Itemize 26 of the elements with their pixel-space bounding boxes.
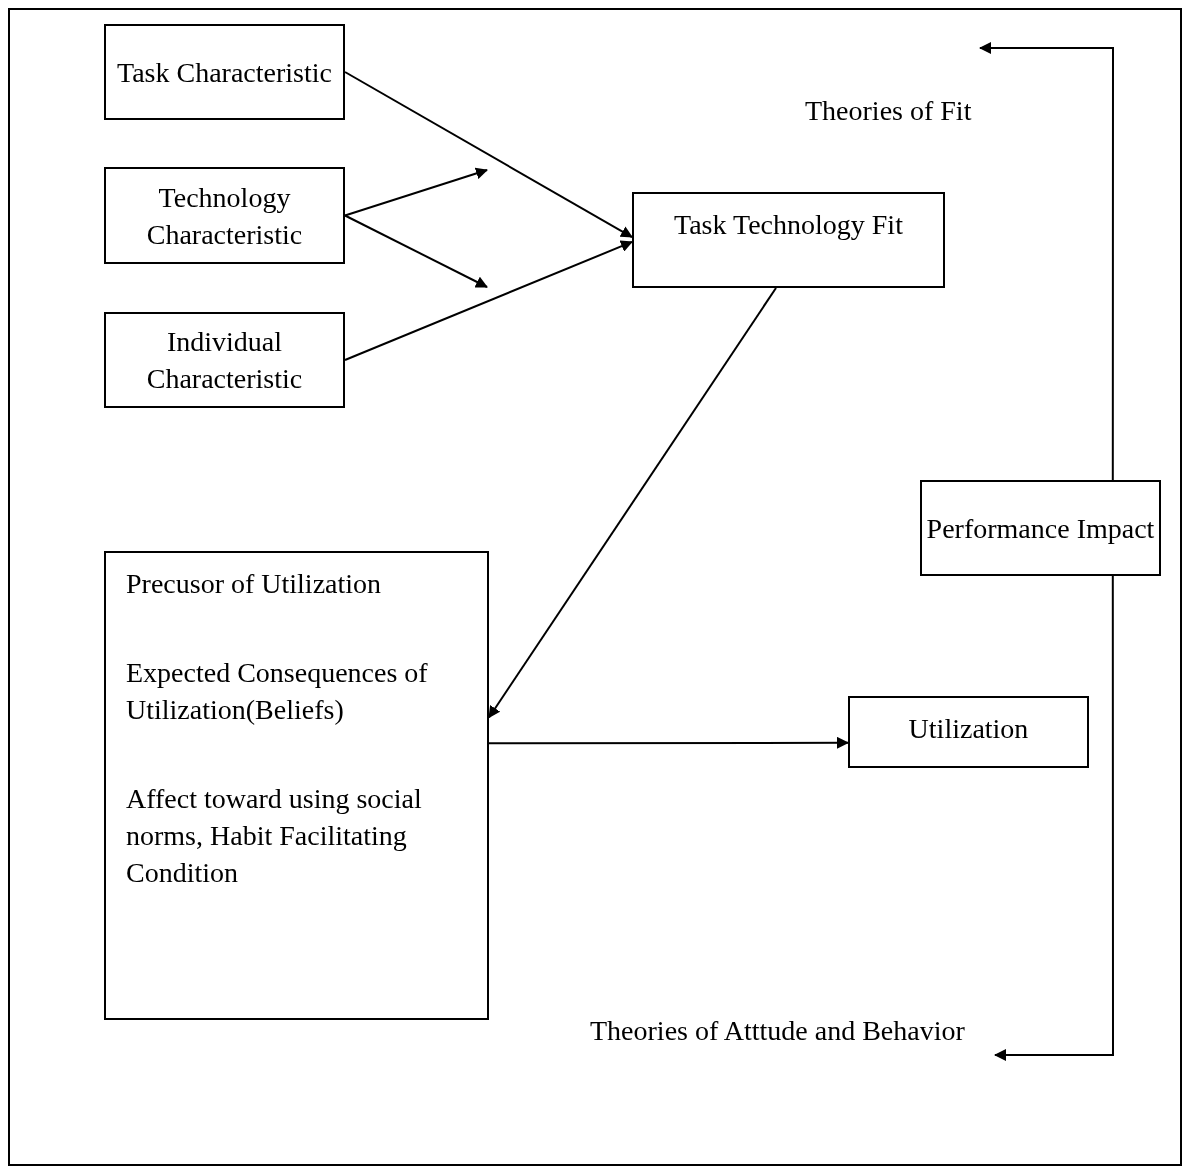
box-text: Affect toward using social norms, Habit Facilitating Condition: [126, 782, 423, 890]
box-text: Technology Characteristic: [145, 180, 304, 252]
arrow: [344, 167, 488, 217]
box-text: Task Technology Fit: [674, 208, 903, 242]
process-box: [104, 551, 489, 1020]
box-text: Expected Consequences of Utilization(Beliefs): [126, 656, 429, 727]
process-box: [104, 167, 345, 264]
arrow: [344, 214, 488, 288]
process-box: [920, 480, 1161, 576]
section-label: Theories of Atttude and Behavior: [590, 1014, 965, 1048]
process-box: [848, 696, 1089, 768]
process-box: [104, 312, 345, 408]
process-box: [104, 24, 345, 120]
arrow: [979, 42, 1114, 481]
arrow: [344, 240, 633, 361]
box-text: Precusor of Utilization: [126, 567, 382, 601]
box-text: Performance Impact: [926, 511, 1155, 546]
box-text: Individual Characteristic: [145, 325, 304, 396]
arrow: [344, 71, 633, 239]
arrow: [488, 287, 777, 719]
process-box: [632, 192, 945, 288]
box-text: Task Characteristic: [117, 55, 332, 90]
box-text: Utilization: [908, 712, 1029, 746]
arrow: [488, 736, 849, 749]
arrow: [994, 575, 1114, 1061]
section-label: Theories of Fit: [805, 94, 972, 128]
